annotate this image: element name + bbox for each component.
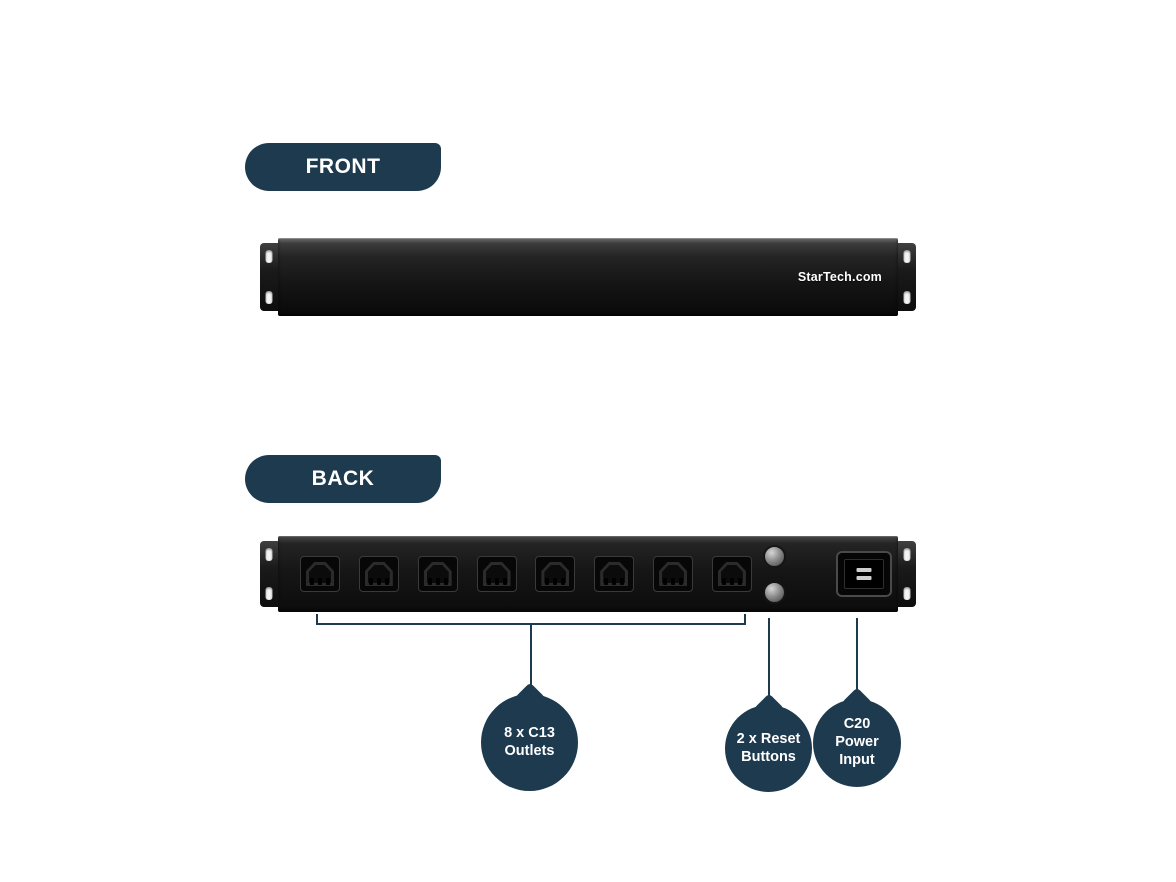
socket-face — [662, 565, 685, 583]
screw-hole — [903, 548, 911, 561]
socket-face — [720, 565, 743, 583]
c13-outlet — [300, 556, 340, 592]
brand-logo: StarTech.com — [797, 270, 882, 284]
reset-button — [763, 581, 786, 604]
pin-slots — [427, 578, 448, 585]
callout-balloon-c20-power: C20 Power Input — [813, 687, 901, 787]
pin-slots — [368, 578, 389, 585]
c20-callout-line — [856, 618, 858, 690]
callout-label-line: 2 x Reset — [736, 730, 801, 747]
screw-hole — [265, 291, 273, 304]
front-panel-body: StarTech.com — [278, 238, 898, 316]
socket-face — [544, 565, 567, 583]
socket-face — [309, 565, 331, 583]
c20-power-inlet — [836, 551, 892, 597]
screw-hole — [903, 291, 911, 304]
balloon-bubble — [725, 705, 812, 792]
left-mount-ear — [260, 243, 278, 311]
left-mount-ear — [260, 541, 278, 607]
c13-outlet — [653, 556, 694, 592]
callout-label-line: 8 x C13 — [504, 724, 555, 741]
back-panel-body — [278, 536, 898, 612]
callout-label-line: Outlets — [504, 742, 555, 759]
callout-label: 8 x C13 Outlets — [481, 694, 578, 791]
pin-slots — [545, 578, 566, 585]
front-section-label: FRONT — [305, 155, 381, 178]
pin-slots — [604, 578, 625, 585]
callout-label: C20 Power Input — [813, 699, 901, 787]
callout-balloon-reset-buttons: 2 x Reset Buttons — [725, 693, 812, 792]
callout-label-line: Buttons — [741, 748, 796, 765]
back-section-label: BACK — [311, 467, 375, 490]
screw-hole — [265, 250, 273, 263]
callout-label: 2 x Reset Buttons — [725, 705, 812, 792]
c13-outlet — [358, 556, 399, 592]
pin-slots — [721, 578, 742, 585]
right-mount-ear — [898, 541, 916, 607]
reset-button — [763, 545, 786, 568]
c13-outlet — [711, 556, 752, 592]
c20-inlet-face — [844, 559, 884, 589]
screw-hole — [265, 548, 273, 561]
socket-face — [603, 565, 626, 583]
outlets-callout-bracket — [316, 614, 746, 625]
screw-hole — [903, 587, 911, 600]
pin-slots — [310, 578, 330, 585]
screw-hole — [903, 250, 911, 263]
callout-label-line: Power — [835, 734, 879, 751]
back-section-badge: BACK — [245, 455, 441, 503]
callout-balloon-c13-outlets: 8 x C13 Outlets — [481, 682, 578, 791]
c13-outlet — [535, 556, 576, 592]
balloon-bubble — [481, 694, 578, 791]
c13-outlet — [417, 556, 458, 592]
c13-outlet — [476, 556, 517, 592]
pdu-back-view — [260, 536, 916, 612]
pin-slots — [663, 578, 684, 585]
socket-face — [367, 565, 390, 583]
socket-face — [485, 565, 508, 583]
screw-hole — [265, 587, 273, 600]
socket-face — [426, 565, 449, 583]
callout-label-line: C20 — [843, 716, 871, 733]
reset-callout-line — [768, 618, 770, 696]
c20-pin-slot — [856, 568, 872, 572]
c13-outlet-row — [300, 556, 752, 592]
front-section-badge: FRONT — [245, 143, 441, 191]
pin-slots — [486, 578, 507, 585]
balloon-bubble — [813, 699, 901, 787]
right-mount-ear — [898, 243, 916, 311]
outlets-callout-line — [530, 625, 532, 687]
c13-outlet — [594, 556, 635, 592]
pdu-front-view: StarTech.com — [260, 238, 916, 316]
callout-label-line: Input — [839, 751, 875, 768]
c20-pin-slot — [856, 576, 872, 580]
